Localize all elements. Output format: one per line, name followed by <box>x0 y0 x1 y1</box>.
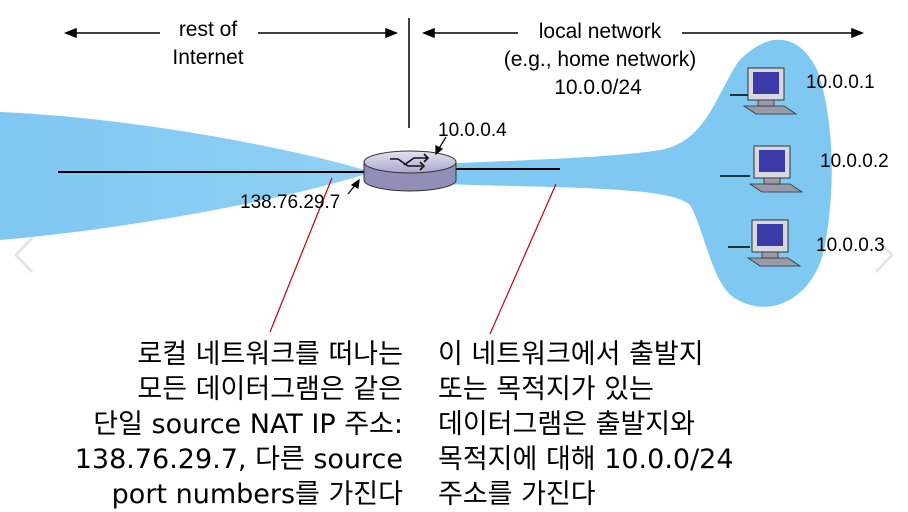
local-ip-pointer <box>435 136 447 156</box>
chevron-right-icon[interactable] <box>874 236 895 274</box>
local-network-subnet-label: 10.0.0/24 <box>554 76 642 99</box>
host-computer-2 <box>748 145 804 193</box>
host1-ip-label: 10.0.0.1 <box>806 72 875 93</box>
local-network-region <box>440 39 832 307</box>
host-computer-3 <box>746 219 802 267</box>
router-public-ip-label: 138.76.29.7 <box>240 192 340 213</box>
local-network-label-line1: local network <box>539 20 662 43</box>
public-ip-pointer <box>347 178 360 195</box>
left-note-line: 모든 데이터그램은 같은 <box>137 374 403 405</box>
right-note-line: 주소를 가진다 <box>438 479 596 510</box>
local-network-label-line2: (e.g., home network) <box>504 48 697 71</box>
local-network-scope-arrow <box>421 27 865 39</box>
rest-of-internet-label-line1: rest of <box>179 18 238 41</box>
right-note-line: 목적지에 대해 10.0.0/24 <box>438 444 734 475</box>
rest-of-internet-scope-arrow <box>63 27 399 39</box>
left-note-line: 로컬 네트워크를 떠나는 <box>137 339 403 370</box>
left-explanation-note: 로컬 네트워크를 떠나는 모든 데이터그램은 같은 단일 source NAT … <box>75 337 403 512</box>
right-note-line: 또는 목적지가 있는 <box>438 374 654 405</box>
right-note-pointer <box>489 183 557 335</box>
router-icon <box>363 150 457 192</box>
left-note-line: 138.76.29.7, 다른 source <box>74 444 403 475</box>
host-computer-1 <box>742 67 798 115</box>
right-explanation-note: 이 네트워크에서 출발지 또는 목적지가 있는 데이터그램은 출발지와 목적지에… <box>438 337 734 512</box>
host2-ip-label: 10.0.0.2 <box>820 151 889 172</box>
left-note-line: port numbers를 가진다 <box>111 479 403 510</box>
host3-ip-label: 10.0.0.3 <box>816 235 885 256</box>
left-note-line: 단일 source NAT IP 주소: <box>93 409 403 440</box>
router-local-ip-label: 10.0.0.4 <box>438 120 507 141</box>
left-note-pointer <box>269 177 333 333</box>
right-note-line: 데이터그램은 출발지와 <box>438 409 695 440</box>
right-note-line: 이 네트워크에서 출발지 <box>438 339 704 370</box>
internet-cloud-region <box>0 112 372 240</box>
rest-of-internet-label-line2: Internet <box>172 46 243 69</box>
chevron-left-icon[interactable] <box>13 236 34 274</box>
